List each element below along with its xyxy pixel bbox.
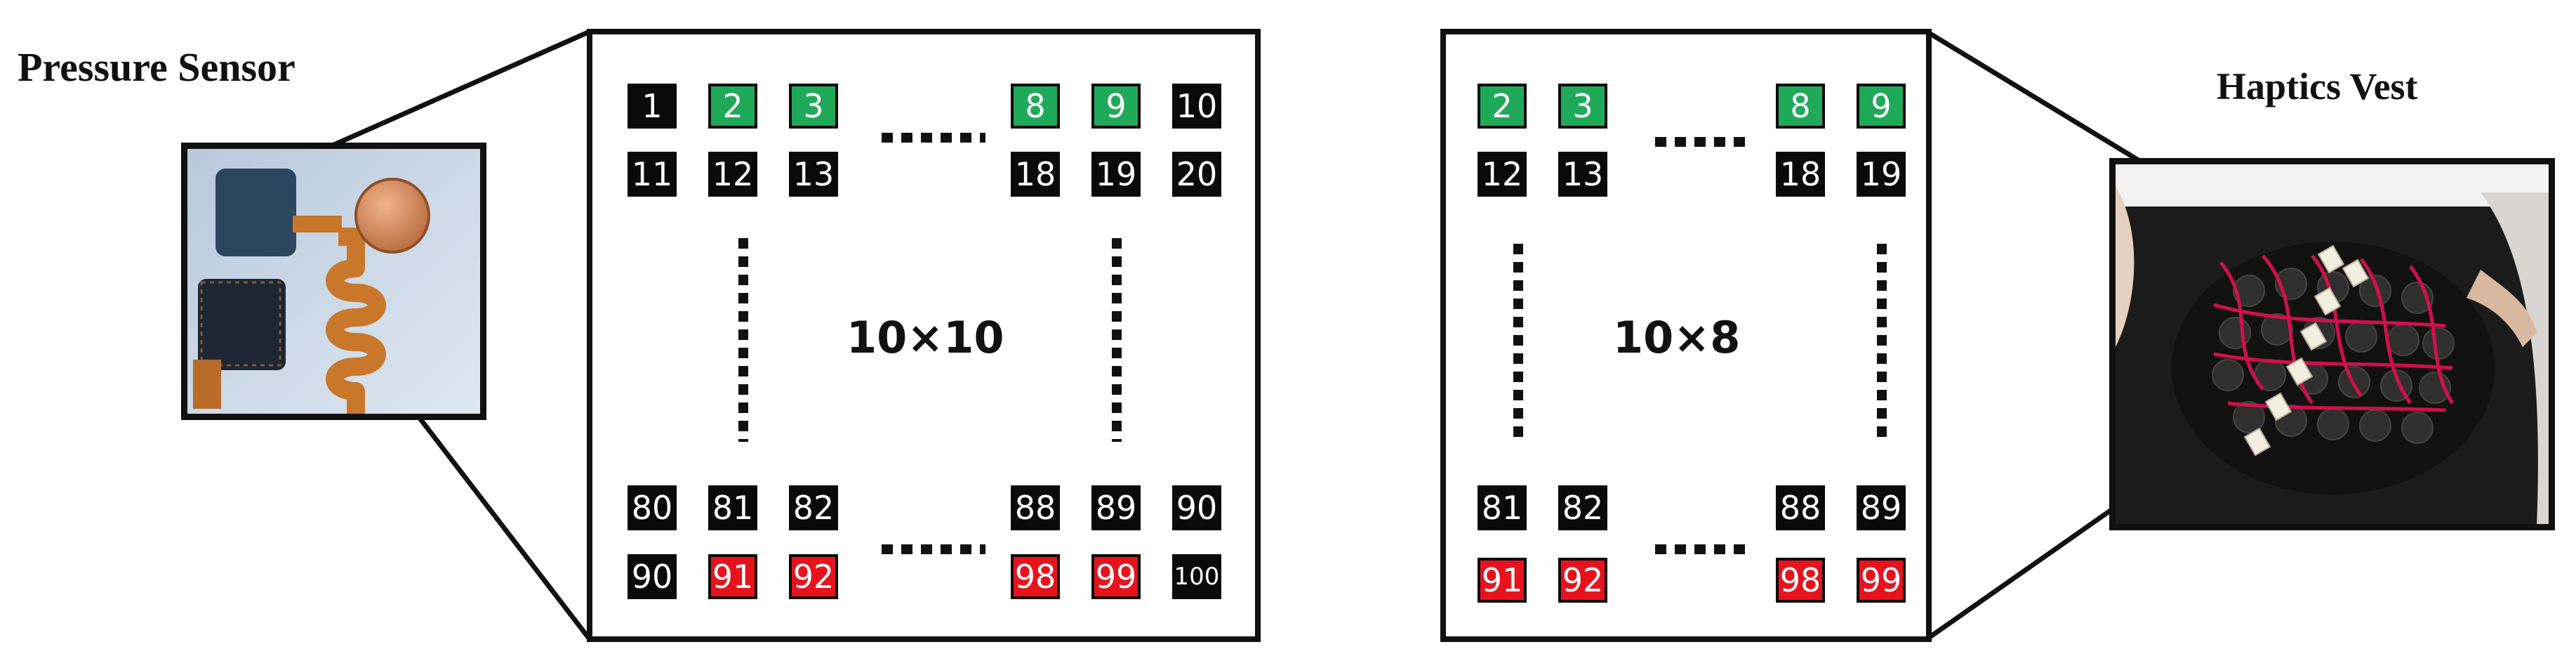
grid-cell: 18: [1776, 152, 1825, 197]
grid-cell: 1: [628, 84, 677, 129]
horizontal-ellipsis: [882, 133, 985, 143]
grid-cell: 100: [1172, 554, 1221, 599]
haptics-vest-photo: [2109, 158, 2555, 530]
grid-cell: 91: [1478, 558, 1527, 603]
pressure-sensor-illustration: [187, 149, 480, 414]
grid-cell: 8: [1776, 84, 1825, 129]
grid-cell: 90: [628, 554, 677, 599]
grid-cell: 82: [1558, 485, 1607, 530]
grid-cell: 81: [708, 485, 757, 530]
grid-cell: 98: [1011, 554, 1060, 599]
grid-cell: 89: [1857, 485, 1906, 530]
grid-dimension-label: 10×8: [1613, 312, 1741, 363]
horizontal-ellipsis: [1655, 137, 1751, 147]
grid-cell: 80: [628, 485, 677, 530]
connector-line-bottom-right: [1925, 490, 2139, 641]
grid-cell: 99: [1091, 554, 1141, 599]
vertical-ellipsis: [738, 238, 748, 442]
grid-cell: 18: [1011, 152, 1060, 197]
haptics-vest-illustration: [2116, 164, 2549, 524]
grid-cell: 88: [1011, 485, 1060, 530]
grid-cell: 20: [1172, 152, 1221, 197]
vertical-ellipsis: [1112, 238, 1122, 442]
horizontal-ellipsis: [1655, 544, 1751, 554]
grid-cell: 19: [1857, 152, 1906, 197]
grid-cell: 12: [1478, 152, 1527, 197]
vertical-ellipsis: [1877, 244, 1887, 443]
grid-cell: 81: [1478, 485, 1527, 530]
grid-cell: 13: [1558, 152, 1607, 197]
pressure-sensor-photo: [181, 143, 486, 420]
grid-cell: 89: [1091, 485, 1141, 530]
grid-cell: 3: [1558, 84, 1607, 129]
grid-cell: 8: [1011, 84, 1060, 129]
grid-cell: 10: [1172, 84, 1221, 129]
grid-cell: 12: [708, 152, 757, 197]
grid-cell: 9: [1857, 84, 1906, 129]
grid-cell: 9: [1091, 84, 1141, 129]
grid-cell: 98: [1776, 558, 1825, 603]
grid-cell: 92: [789, 554, 838, 599]
grid-dimension-label: 10×10: [847, 312, 1004, 363]
grid-cell: 3: [789, 84, 838, 129]
pressure-sensor-label: Pressure Sensor: [18, 44, 296, 90]
sensor-grid-panel-10x10: 1 2 3 8 9 10 11 12 13 18 19 20 80 81 82 …: [587, 29, 1261, 642]
grid-cell: 92: [1558, 558, 1607, 603]
grid-cell: 99: [1857, 558, 1906, 603]
grid-cell: 11: [628, 152, 677, 197]
grid-cell: 13: [789, 152, 838, 197]
grid-cell: 90: [1172, 485, 1221, 530]
grid-cell: 2: [708, 84, 757, 129]
horizontal-ellipsis: [882, 544, 985, 554]
grid-cell: 82: [789, 485, 838, 530]
grid-cell: 91: [708, 554, 757, 599]
grid-cell: 19: [1091, 152, 1141, 197]
vest-grid-panel-10x8: 2 3 8 9 12 13 18 19 81 82 88 89 91 92 98…: [1440, 29, 1932, 642]
grid-cell: 2: [1478, 84, 1527, 129]
vertical-ellipsis: [1513, 244, 1523, 443]
haptics-vest-label: Haptics Vest: [2217, 65, 2418, 107]
grid-cell: 88: [1776, 485, 1825, 530]
